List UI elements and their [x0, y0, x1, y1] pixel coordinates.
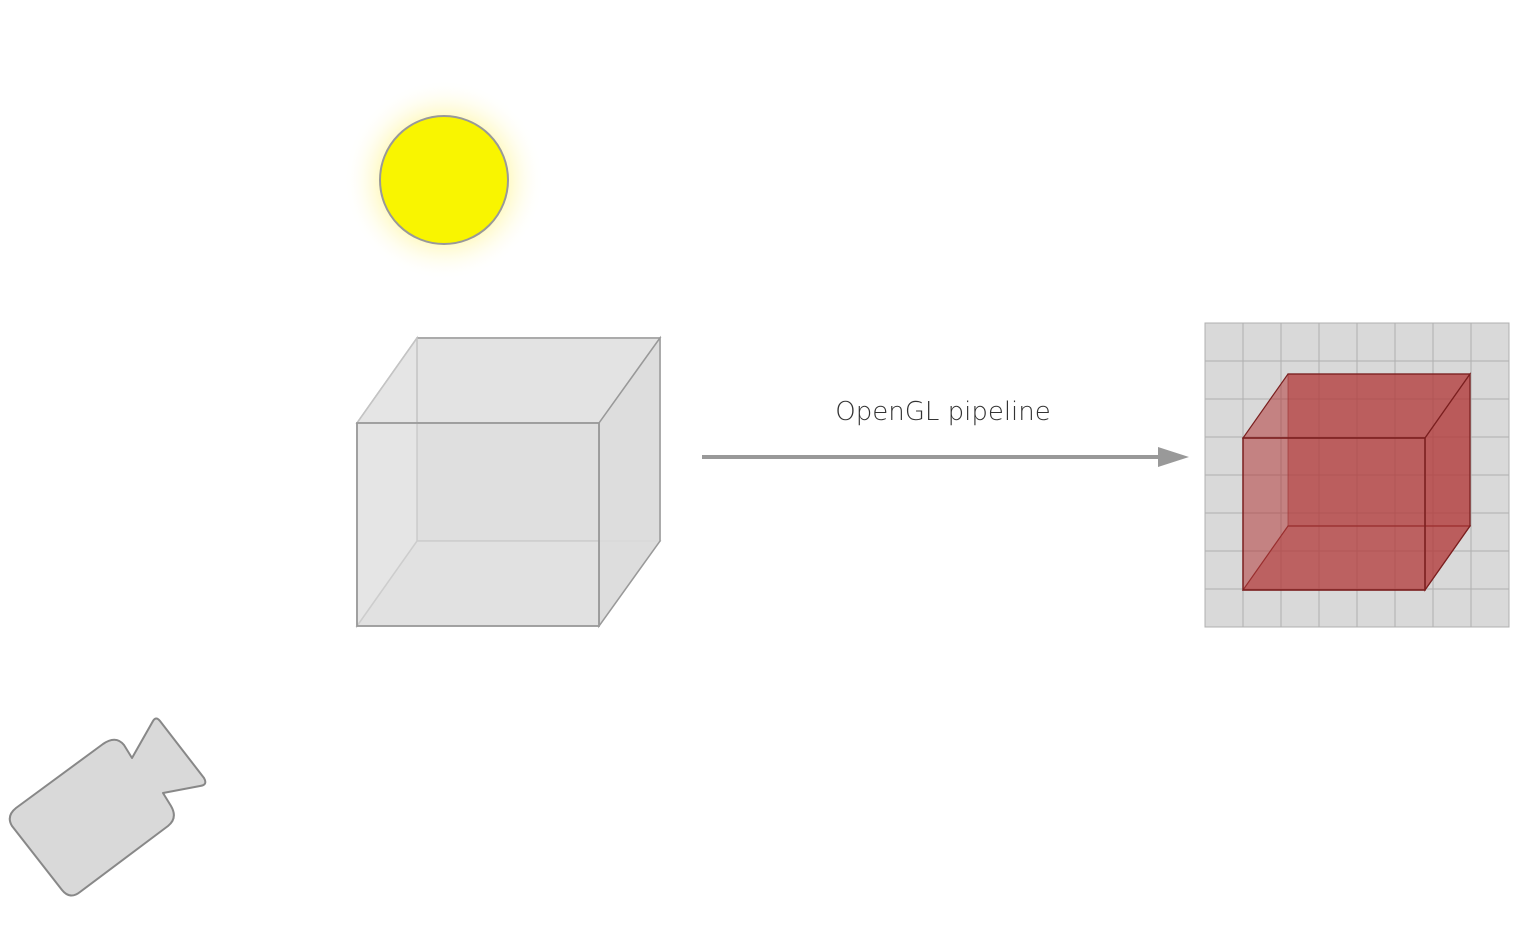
pipeline-label: OpenGL pipeline — [835, 397, 1051, 427]
sun-disc — [379, 115, 509, 245]
camera-body — [8, 717, 207, 897]
rendered-cube — [1241, 372, 1472, 592]
video-camera-icon — [8, 717, 207, 897]
cube-front-face — [356, 422, 600, 627]
arrowhead-icon — [1158, 447, 1189, 467]
wireframe-cube-icon — [355, 335, 662, 629]
pipeline-arrow: OpenGL pipeline — [702, 397, 1189, 467]
sun-icon — [344, 80, 544, 280]
rendered-cube-front-face — [1242, 437, 1426, 591]
